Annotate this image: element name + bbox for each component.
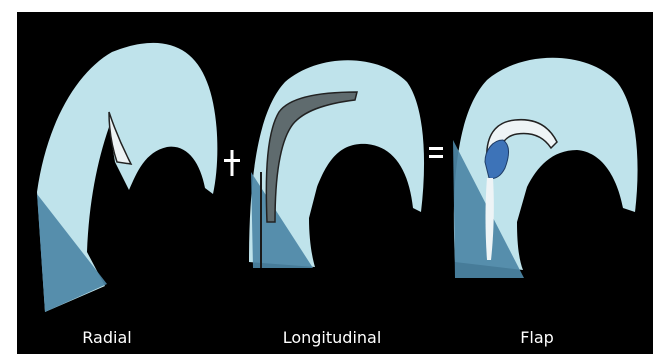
label-radial: Radial <box>57 327 157 349</box>
radial-meniscus-figure <box>37 43 217 312</box>
flap-meniscus-figure <box>453 58 638 278</box>
longitudinal-meniscus-figure <box>249 60 424 268</box>
meniscal-tear-diagram <box>17 12 653 354</box>
label-longitudinal: Longitudinal <box>262 327 402 349</box>
diagram-panel: Radial Longitudinal Flap <box>17 12 653 354</box>
plus-operator <box>224 150 240 176</box>
label-flap: Flap <box>497 327 577 349</box>
equals-operator <box>429 147 443 158</box>
